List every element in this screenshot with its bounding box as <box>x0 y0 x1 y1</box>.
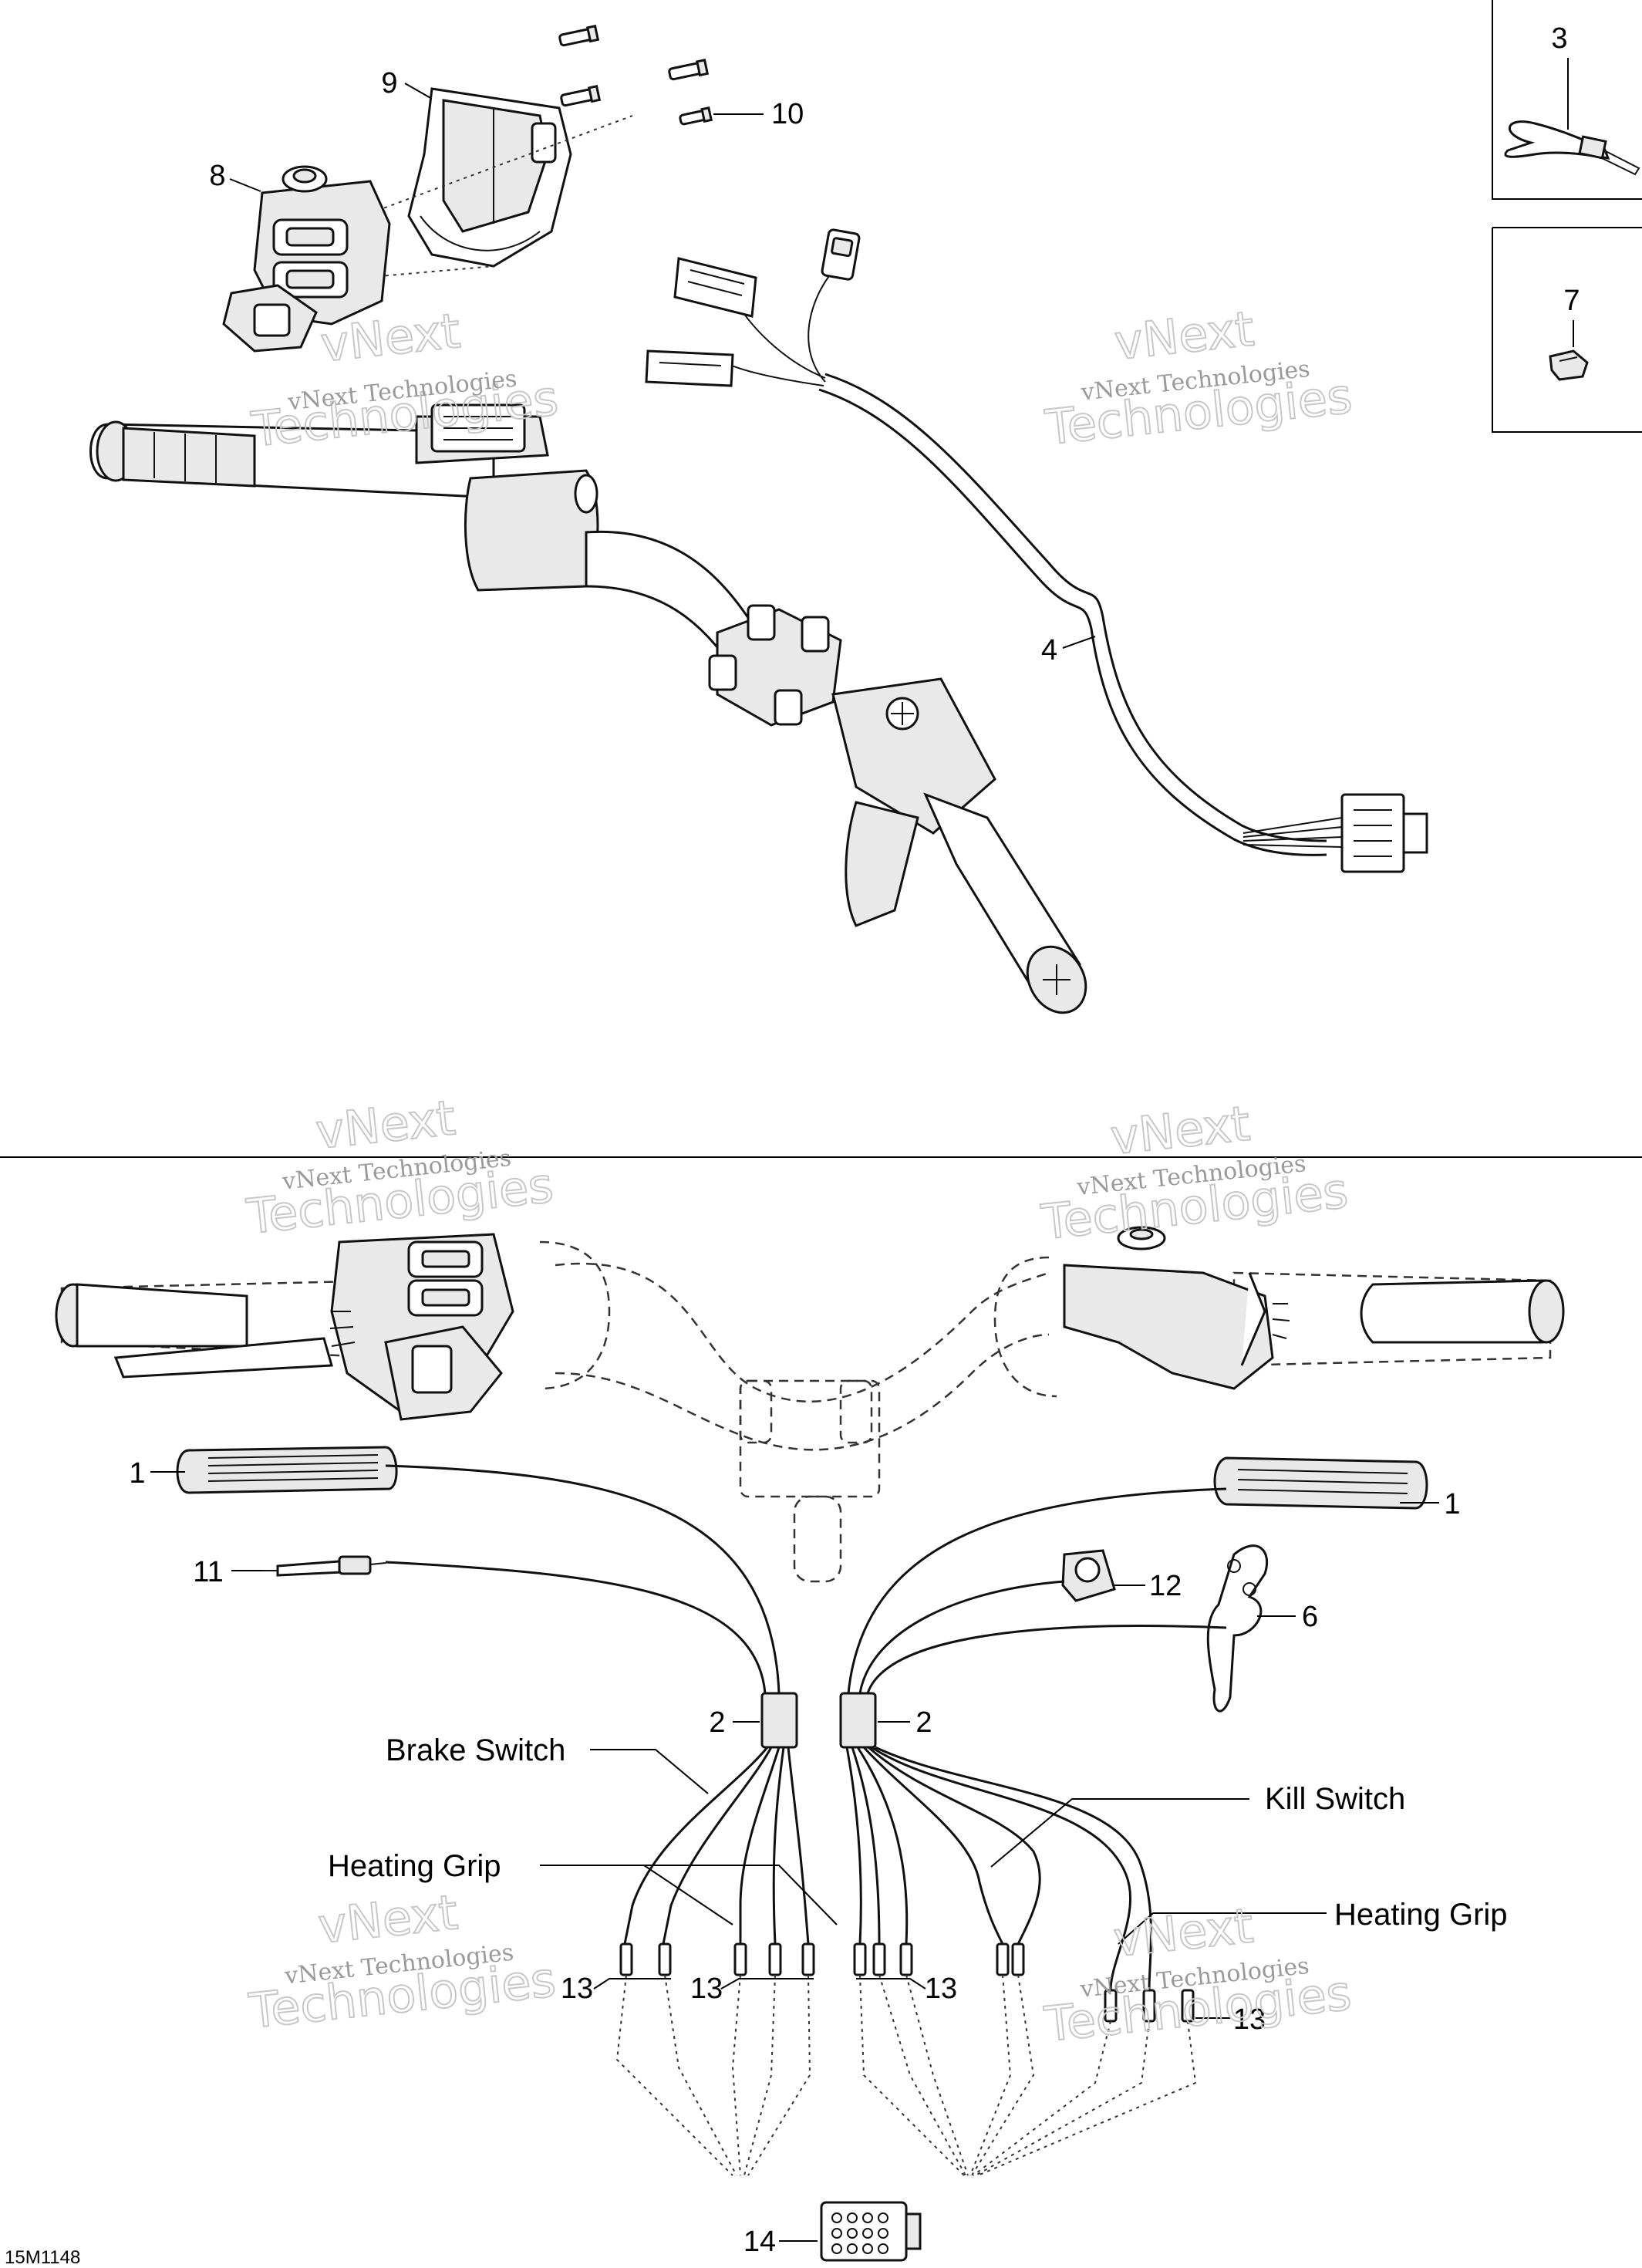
watermark-mid-left: vNext Technologies vNext Technologies <box>243 1088 557 1246</box>
inset-box-part-7: 7 <box>1492 227 1642 433</box>
label-kill-switch: Kill Switch <box>1265 1782 1405 1816</box>
callout-13-c: 13 <box>925 1973 957 2005</box>
watermark-bottom-left: vNext Technologies vNext Technologies <box>245 1883 559 2040</box>
callout-3: 3 <box>1551 22 1567 55</box>
connector-part-12 <box>1061 1549 1116 1602</box>
callout-1-left: 1 <box>129 1457 145 1490</box>
callout-12: 12 <box>1149 1570 1182 1602</box>
bottom-harness-wires <box>385 1464 1227 1694</box>
connector-part-14 <box>820 2201 922 2262</box>
switch-module-part-8 <box>222 165 391 353</box>
callout-2-right: 2 <box>915 1706 932 1739</box>
bracket-part-6 <box>1206 1544 1269 1713</box>
label-heating-grip-left: Heating Grip <box>328 1849 501 1883</box>
label-brake-switch: Brake Switch <box>386 1733 565 1767</box>
callout-13-b: 13 <box>690 1973 723 2005</box>
left-branch-wires <box>623 1747 810 1945</box>
right-throttle-cluster <box>1063 1226 1565 1390</box>
svg-text:vNext: vNext <box>313 1089 458 1160</box>
callout-14: 14 <box>743 2226 776 2258</box>
callout-7: 7 <box>1563 285 1580 317</box>
watermark-top-right: vNext Technologies vNext Technologies <box>1042 299 1356 457</box>
svg-text:vNext: vNext <box>1112 300 1257 371</box>
cable-tie-illustration <box>1504 120 1640 176</box>
svg-text:vNext: vNext <box>315 1884 460 1955</box>
svg-text:vNext: vNext <box>1111 1897 1256 1968</box>
screws-part-10 <box>558 25 713 126</box>
sensor-part-11 <box>262 1555 386 1577</box>
inset-box-part-3: 3 <box>1492 0 1642 200</box>
heating-grip-left-part-1 <box>176 1446 398 1494</box>
figure-reference: 15M1148 <box>5 2247 80 2268</box>
callout-2-left: 2 <box>709 1706 725 1739</box>
sleeve-right-part-2 <box>839 1692 877 1749</box>
callout-6: 6 <box>1302 1601 1318 1633</box>
callout-9: 9 <box>381 67 397 100</box>
top-handlebar-assembly <box>89 403 1087 1014</box>
switch-housing-part-9 <box>407 87 572 268</box>
heating-grip-right-part-1 <box>1213 1456 1428 1510</box>
dotted-connector-lines <box>615 1974 1197 2176</box>
sleeve-left-part-2 <box>760 1692 798 1749</box>
svg-text:vNext: vNext <box>1108 1095 1253 1166</box>
wiring-harness-part-4 <box>645 228 1428 873</box>
clip-illustration <box>1549 349 1589 381</box>
bottom-handlebar-ghost <box>60 1240 1552 1583</box>
left-switch-cluster <box>55 1233 514 1421</box>
callout-13-a: 13 <box>561 1973 593 2005</box>
watermark-mid-right: vNext Technologies vNext Technologies <box>1037 1095 1351 1252</box>
callout-4: 4 <box>1041 634 1057 667</box>
callout-10: 10 <box>771 98 804 130</box>
callout-8: 8 <box>209 160 225 192</box>
callout-13-d: 13 <box>1233 2003 1266 2036</box>
callout-11: 11 <box>193 1556 223 1588</box>
label-heating-grip-right: Heating Grip <box>1334 1898 1508 1932</box>
right-branch-wires <box>845 1746 1152 1991</box>
callout-1-right: 1 <box>1444 1488 1460 1520</box>
